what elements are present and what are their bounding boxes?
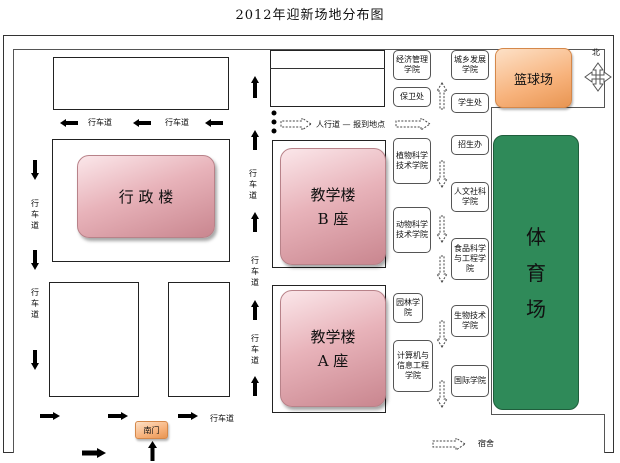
compass-icon xyxy=(584,62,612,92)
teach-b-label-2: B 座 xyxy=(317,209,349,228)
basketball-court[interactable]: 篮球场 xyxy=(495,48,572,108)
stadium[interactable]: 体 育 场 xyxy=(493,135,579,410)
road-label-mid-3: 行车道 xyxy=(251,334,259,365)
dept-computer[interactable]: 计算机与信息工程学院 xyxy=(393,340,433,392)
arrow-right-icon xyxy=(40,412,60,420)
road-label-top-1: 行车道 xyxy=(88,118,112,127)
arrow-up-icon xyxy=(251,130,259,150)
plot-top-middle xyxy=(270,50,385,107)
arrow-right-icon xyxy=(178,412,198,420)
arrow-right-icon xyxy=(108,412,128,420)
dashed-arrow-down-icon xyxy=(436,160,448,188)
arrow-left-icon xyxy=(60,119,78,127)
arrow-up-icon xyxy=(251,300,259,320)
dashed-arrow-right-icon xyxy=(280,118,312,130)
road-label-top-2: 行车道 xyxy=(165,118,189,127)
south-gate[interactable]: 南门 xyxy=(135,421,168,439)
admin-building[interactable]: 行 政 楼 xyxy=(77,155,215,238)
road-label-left-2: 行车道 xyxy=(31,288,39,319)
arrow-down-icon xyxy=(31,350,39,370)
plot-bottom-left-2 xyxy=(168,282,230,397)
arrow-down-icon xyxy=(31,250,39,270)
stadium-char-2: 育 xyxy=(526,260,546,285)
dept-plant[interactable]: 植物科学技术学院 xyxy=(393,138,431,184)
dept-bio[interactable]: 生物技术学院 xyxy=(451,305,489,337)
plot-top-left xyxy=(53,57,229,110)
arrow-right-icon xyxy=(82,448,106,458)
compass-north-label: 北 xyxy=(592,48,600,57)
stadium-char-3: 场 xyxy=(526,296,546,321)
road-label-mid-1: 行车道 xyxy=(249,169,257,200)
footpath-label: 人行道 — 报到地点 xyxy=(316,120,386,129)
plot-bottom-left-1 xyxy=(49,282,139,397)
dashed-arrow-up-icon xyxy=(436,82,448,110)
teach-building-b[interactable]: 教学楼 B 座 xyxy=(280,148,386,265)
arrow-left-icon xyxy=(205,119,223,127)
road-label-left-1: 行车道 xyxy=(31,199,39,230)
plot-top-middle-strip xyxy=(270,68,385,69)
footpath-dots xyxy=(271,110,277,134)
dept-food[interactable]: 食品科学与工程学院 xyxy=(451,238,489,280)
arrow-up-icon xyxy=(148,441,157,461)
dept-economics[interactable]: 经济管理学院 xyxy=(393,50,431,80)
dept-student-affairs[interactable]: 学生处 xyxy=(451,93,489,113)
teach-a-label-1: 教学楼 xyxy=(310,327,356,346)
dashed-arrow-right-icon xyxy=(395,118,431,130)
map-title: 2012年迎新场地分布图 xyxy=(235,8,385,23)
dorm-label: 宿舍 xyxy=(478,439,494,448)
teach-b-label-1: 教学楼 xyxy=(310,185,356,204)
teach-a-label-2: A 座 xyxy=(317,351,349,370)
dashed-arrow-down-icon xyxy=(436,215,448,243)
dashed-arrow-down-icon xyxy=(436,320,448,348)
dept-admissions[interactable]: 招生办 xyxy=(451,135,489,155)
dashed-arrow-down-icon xyxy=(436,255,448,283)
arrow-up-icon xyxy=(251,376,259,396)
dept-horticulture[interactable]: 园林学院 xyxy=(393,293,423,323)
arrow-down-icon xyxy=(31,160,39,180)
dept-international[interactable]: 国际学院 xyxy=(451,365,489,397)
stadium-char-1: 体 xyxy=(526,224,546,249)
dept-humanities[interactable]: 人文社科学院 xyxy=(451,182,489,212)
arrow-up-icon xyxy=(251,76,259,98)
road-label-bottom: 行车道 xyxy=(210,414,234,423)
arrow-left-icon xyxy=(133,119,151,127)
dept-animal[interactable]: 动物科学技术学院 xyxy=(393,207,431,253)
admin-building-label: 行 政 楼 xyxy=(118,187,174,206)
arrow-up-icon xyxy=(251,212,259,232)
road-label-mid-2: 行车道 xyxy=(251,256,259,287)
teach-building-a[interactable]: 教学楼 A 座 xyxy=(280,290,386,407)
dept-security[interactable]: 保卫处 xyxy=(393,87,431,107)
dashed-arrow-right-icon xyxy=(432,438,466,450)
dashed-arrow-down-icon xyxy=(436,380,448,408)
dept-urban[interactable]: 城乡发展学院 xyxy=(451,50,489,80)
